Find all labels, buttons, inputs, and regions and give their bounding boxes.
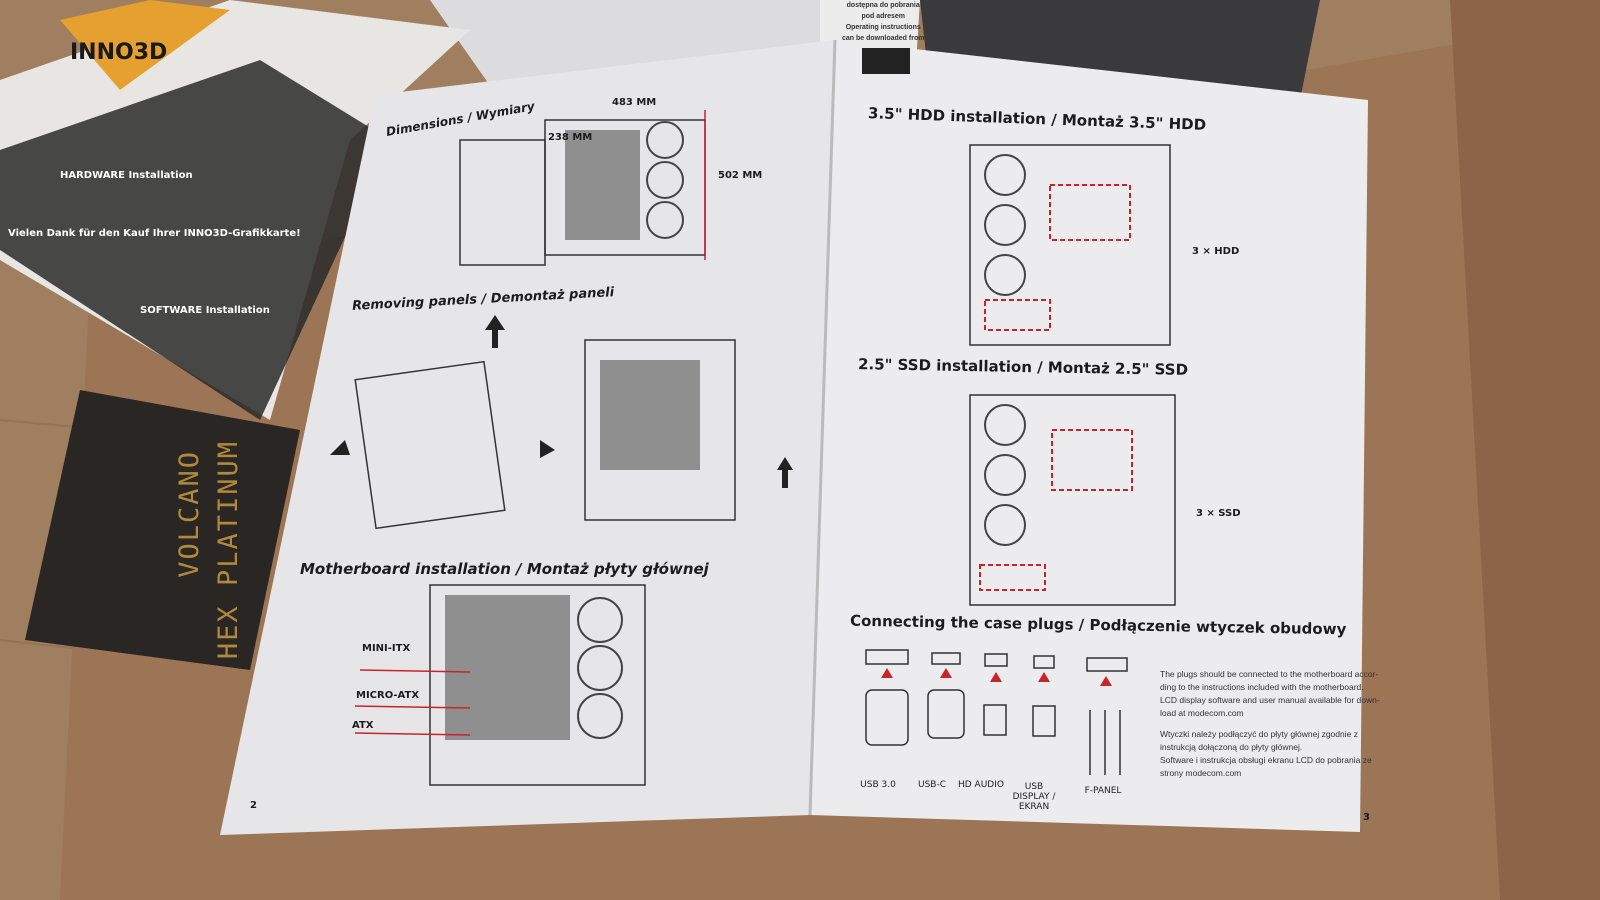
card-line: dostępna do pobrania [846, 2, 920, 9]
page-number-left: 2 [250, 800, 257, 811]
motherboard-title: Motherboard installation / Montaż płyty … [300, 560, 709, 578]
manual-right-page [810, 40, 1368, 832]
note-line: ding to the instructions included with t… [1160, 682, 1364, 692]
form-mini-itx: MINI-ITX [362, 643, 411, 654]
plug-usb-c: USB-C [917, 780, 946, 790]
form-micro-atx: MICRO-ATX [356, 690, 420, 701]
note-line: LCD display software and user manual ava… [1160, 695, 1380, 705]
note-line: Wtyczki należy podłączyć do płyty główne… [1160, 729, 1358, 739]
manual-left-page [220, 40, 835, 835]
note-line: The plugs should be connected to the mot… [1160, 669, 1379, 679]
booklet-title-1: VOLCANO [174, 450, 205, 578]
top-card-text: dostępna do pobrania pod adresem Operati… [842, 0, 924, 44]
note-line: Software i instrukcja obsługi ekranu LCD… [1160, 755, 1372, 765]
flyer-title: Vielen Dank für den Kauf Ihrer INNO3D-Gr… [8, 228, 301, 239]
flyer-hardware: HARDWARE Installation [60, 170, 193, 181]
page-number-right: 3 [1363, 812, 1370, 823]
dim-height: 502 MM [718, 170, 763, 181]
booklet-title-2: HEX PLATINUM [213, 440, 244, 660]
flyer-software: SOFTWARE Installation [140, 305, 270, 316]
note-line: load at modecom.com [1160, 708, 1244, 718]
card-line: pod adresem [861, 13, 906, 20]
plug-usb3: USB 3.0 [860, 780, 896, 790]
dim-width: 238 MM [548, 132, 593, 143]
hdd-count: 3 × HDD [1192, 246, 1240, 257]
plugs-note-en: The plugs should be connected to the mot… [1160, 668, 1380, 720]
card-line: Operating instructions [845, 24, 921, 31]
plugs-note-pl: Wtyczki należy podłączyć do płyty główne… [1160, 728, 1372, 780]
flyer-brand: INNO3D [70, 40, 168, 65]
ssd-count: 3 × SSD [1196, 508, 1241, 519]
note-line: instrukcją dołączoną do płyty głównej. [1160, 742, 1303, 752]
connector-diagrams [865, 649, 1128, 775]
booklet [25, 390, 300, 670]
card-line: can be downloaded from [842, 35, 925, 42]
plug-usb-display: USB DISPLAY / EKRAN [1012, 782, 1056, 812]
note-line: strony modecom.com [1160, 768, 1242, 778]
dim-length: 483 MM [612, 97, 657, 108]
plug-hd-audio: HD AUDIO [958, 780, 1004, 790]
form-atx: ATX [352, 720, 374, 731]
plug-f-panel: F-PANEL [1084, 786, 1122, 796]
